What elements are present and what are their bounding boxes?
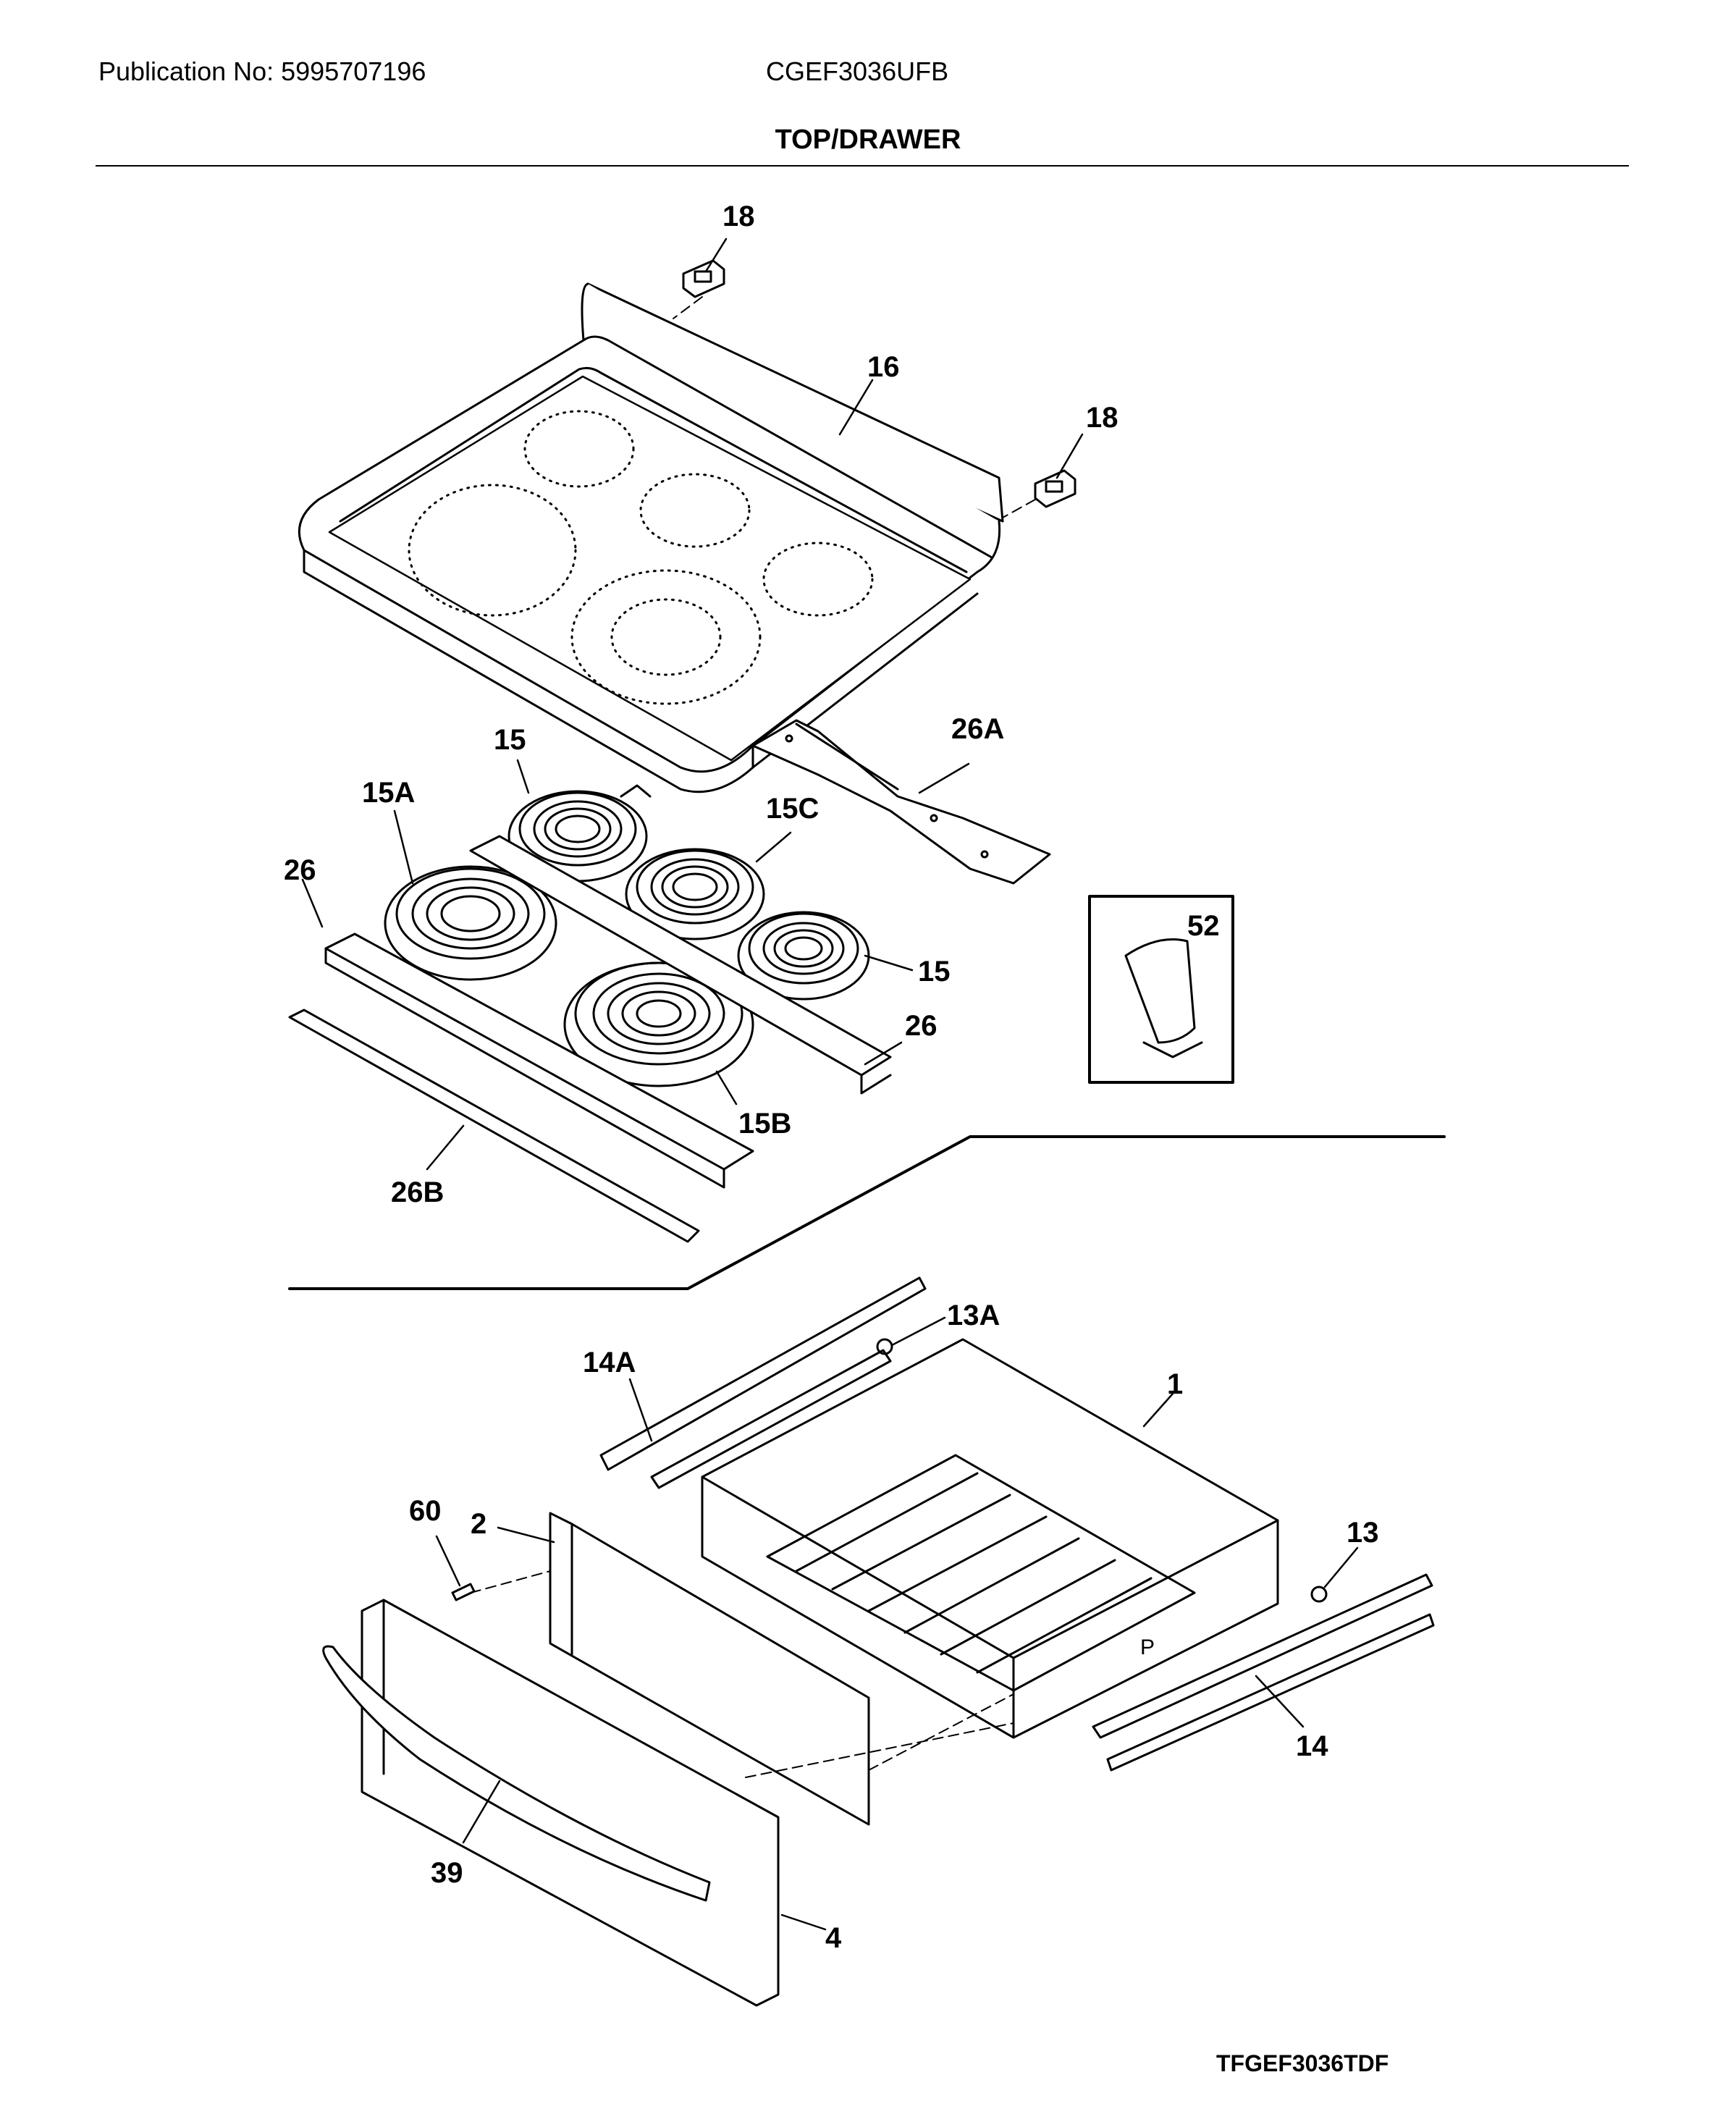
callout-26-left: 26	[284, 854, 316, 886]
callout-16: 16	[867, 351, 900, 383]
model-number: CGEF3036UFB	[766, 56, 949, 86]
callout-18-right: 18	[1086, 402, 1118, 434]
callout-52: 52	[1187, 910, 1220, 942]
element-15B	[563, 961, 754, 1087]
callout-2: 2	[471, 1508, 486, 1540]
callout-15B: 15B	[738, 1108, 791, 1140]
drawer-body-1	[701, 1338, 1279, 1739]
title-divider	[96, 165, 1629, 167]
callout-1: 1	[1167, 1368, 1183, 1400]
callout-26A: 26A	[951, 713, 1004, 745]
callout-14A: 14A	[583, 1347, 636, 1378]
callout-15-right: 15	[918, 956, 951, 988]
trim-strip-26B	[288, 1009, 700, 1243]
callout-18-top: 18	[722, 201, 755, 232]
drawer-slide-rail-13A	[650, 1338, 893, 1489]
element-support-26-left	[324, 932, 754, 1189]
element-15-top	[507, 784, 652, 883]
callout-4: 4	[825, 1922, 842, 1954]
drawer-slide-14A	[599, 1276, 927, 1471]
page-title: TOP/DRAWER	[775, 125, 961, 155]
element-15A	[384, 865, 557, 981]
harness-bracket-26A	[751, 719, 1051, 885]
callout-26-right: 26	[905, 1010, 937, 1042]
callout-60: 60	[409, 1495, 442, 1527]
callout-26B: 26B	[391, 1176, 444, 1208]
callout-15A: 15A	[362, 777, 415, 809]
clip-part-18-top	[682, 259, 725, 298]
section-divider	[288, 1135, 1446, 1290]
element-15-right	[737, 911, 870, 1001]
inset-label-p: P	[1140, 1635, 1155, 1659]
callout-39: 39	[431, 1857, 463, 1889]
element-support-26-right	[469, 835, 892, 1095]
callout-14: 14	[1296, 1730, 1328, 1762]
callout-15C: 15C	[766, 793, 819, 825]
clip-part-18-right	[1034, 469, 1076, 508]
diagram-id: TFGEF3036TDF	[1216, 2050, 1389, 2076]
drawer-front-4	[361, 1599, 780, 2007]
inner-panel-2	[549, 1512, 870, 1826]
handle-39	[322, 1645, 711, 1902]
callout-15-top: 15	[494, 724, 526, 756]
element-15C	[625, 848, 765, 940]
callout-13A: 13A	[947, 1300, 1000, 1331]
cooktop-part-16	[298, 282, 1004, 793]
roller-13	[1310, 1586, 1328, 1603]
publication-number: Publication No: 5995707196	[98, 56, 426, 86]
inset-box-52	[1088, 895, 1234, 1084]
callout-13: 13	[1347, 1517, 1379, 1549]
